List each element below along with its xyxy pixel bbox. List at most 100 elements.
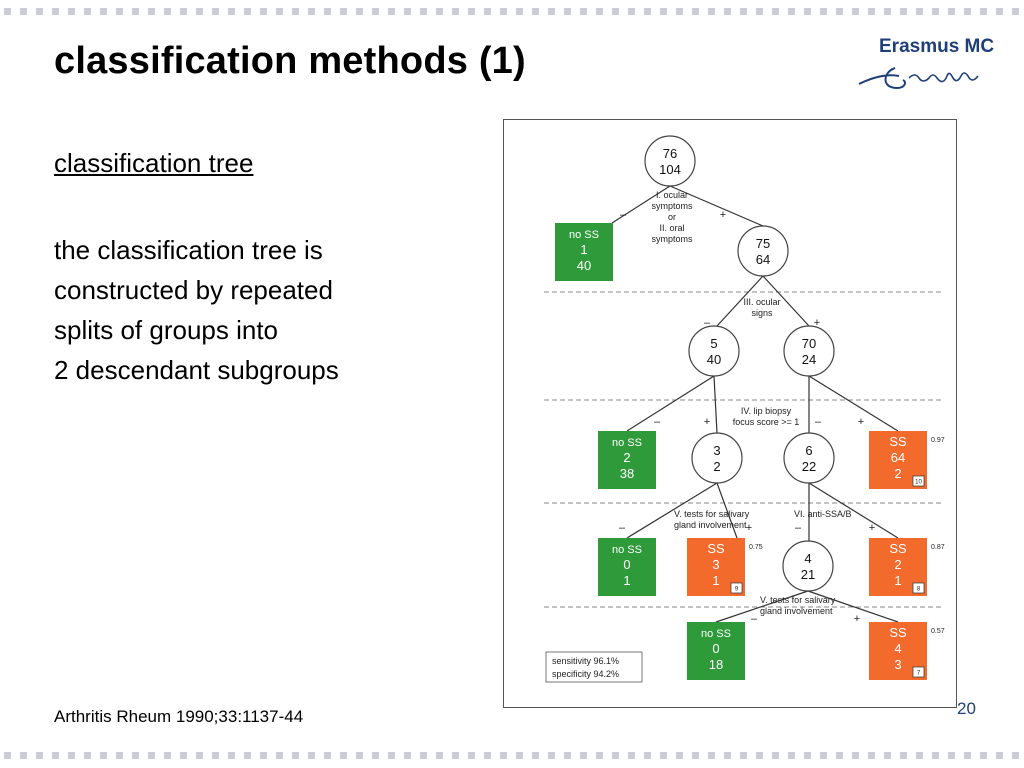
border-dot — [388, 752, 395, 759]
border-dot — [628, 8, 635, 15]
tree-node-n3: 32 — [691, 432, 743, 484]
border-dot — [36, 8, 43, 15]
plus-sign: + — [858, 416, 864, 428]
border-dot — [164, 8, 171, 15]
split-label-s1: or — [668, 212, 676, 222]
border-dot — [436, 752, 443, 759]
border-dot — [708, 752, 715, 759]
border-dot — [324, 8, 331, 15]
node-circle — [783, 325, 835, 377]
border-dot — [452, 8, 459, 15]
plus-sign: + — [869, 522, 875, 534]
tree-edge — [716, 482, 738, 539]
border-dot — [180, 8, 187, 15]
node-count-top: 3 — [713, 443, 720, 458]
border-dot — [964, 752, 971, 759]
node-circle — [737, 225, 789, 277]
border-dot — [772, 752, 779, 759]
border-dot — [196, 752, 203, 759]
border-dot — [884, 8, 891, 15]
minus-sign: – — [751, 613, 758, 625]
border-dot — [404, 752, 411, 759]
erasmus-mc-logo: Erasmus MC — [855, 36, 1005, 98]
sensitivity-label: sensitivity 96.1% — [552, 656, 619, 666]
border-dot — [500, 752, 507, 759]
minus-sign: – — [815, 416, 822, 428]
border-dot — [228, 8, 235, 15]
border-dot — [692, 8, 699, 15]
border-dot — [484, 8, 491, 15]
split-label-s6: V. tests for salivary — [760, 595, 836, 605]
border-dot — [132, 752, 139, 759]
leaf-score: 0.75 — [749, 544, 763, 551]
tree-node-n6: 622 — [783, 432, 835, 484]
border-dot — [388, 8, 395, 15]
border-dot — [196, 8, 203, 15]
leaf-class-label: no SS — [612, 544, 642, 556]
border-dot — [980, 8, 987, 15]
split-label-s3: IV. lip biopsy — [741, 406, 792, 416]
border-dot — [548, 752, 555, 759]
plus-sign: + — [704, 416, 710, 428]
border-dot — [244, 8, 251, 15]
border-dot — [52, 8, 59, 15]
border-dot — [468, 8, 475, 15]
tree-edge — [626, 482, 718, 539]
leaf-class-label: SS — [889, 434, 907, 449]
node-count-top: 5 — [710, 336, 717, 351]
border-dot — [660, 752, 667, 759]
leaf-box — [555, 223, 613, 281]
node-count-bottom: 2 — [713, 459, 720, 474]
border-dot — [484, 752, 491, 759]
split-label-s1: I. ocular — [656, 190, 688, 200]
tree-edge — [715, 590, 809, 623]
split-label-s2: III. ocular — [743, 297, 780, 307]
border-dot — [404, 8, 411, 15]
border-dot — [708, 8, 715, 15]
leaf-box — [598, 538, 656, 596]
border-dot — [868, 8, 875, 15]
border-dot — [276, 8, 283, 15]
node-circle — [782, 540, 834, 592]
tree-edge — [626, 375, 715, 432]
tree-edge — [807, 590, 899, 623]
tree-node-n5: 540 — [688, 325, 740, 377]
leaf-box — [687, 622, 745, 680]
leaf-count-bottom: 2 — [894, 466, 901, 481]
border-dot — [996, 8, 1003, 15]
border-dot — [292, 8, 299, 15]
node-circle — [783, 432, 835, 484]
border-dot — [20, 752, 27, 759]
node-count-bottom: 24 — [802, 352, 816, 367]
leaf-class-label: SS — [707, 541, 725, 556]
plus-sign: + — [720, 209, 726, 221]
border-dot — [356, 8, 363, 15]
border-dot — [292, 752, 299, 759]
border-dot — [596, 8, 603, 15]
leaf-tag-box — [912, 666, 925, 678]
border-dot — [340, 8, 347, 15]
border-dot — [884, 752, 891, 759]
border-dot — [788, 8, 795, 15]
leaf-count-top: 2 — [894, 557, 901, 572]
border-dot — [772, 8, 779, 15]
tree-node-n4: 421 — [782, 540, 834, 592]
leaf-count-top: 64 — [891, 450, 905, 465]
page-number: 20 — [957, 699, 976, 718]
node-count-top: 70 — [802, 336, 816, 351]
leaf-score: 0.57 — [931, 628, 945, 635]
border-dot — [804, 752, 811, 759]
border-dot — [68, 8, 75, 15]
border-dot — [4, 8, 11, 15]
leaf-tag: 8 — [917, 587, 921, 593]
citation: Arthritis Rheum 1990;33:1137-44 — [54, 707, 304, 726]
tree-edge — [808, 375, 899, 432]
border-dot — [516, 752, 523, 759]
border-dot — [84, 8, 91, 15]
